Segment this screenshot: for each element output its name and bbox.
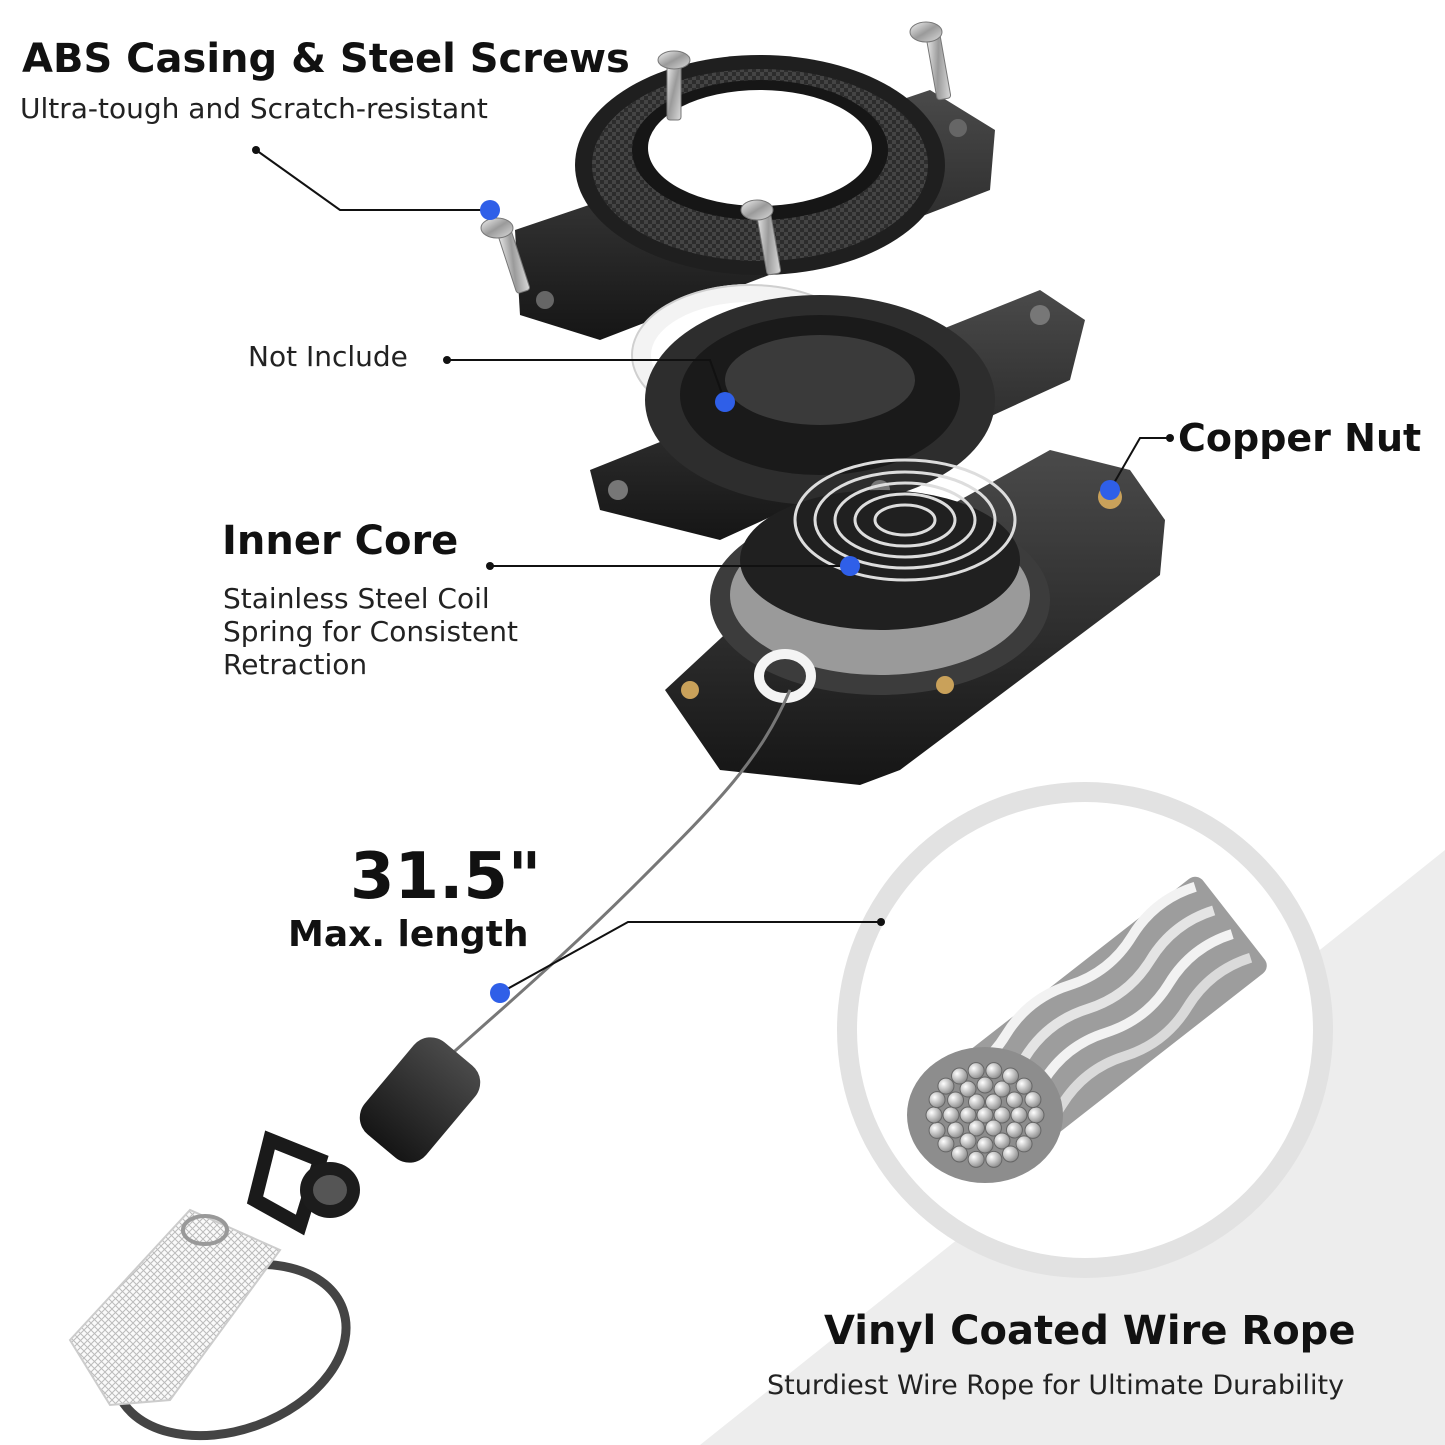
callout-dot-inner-core bbox=[840, 556, 860, 576]
wire-strand bbox=[976, 1106, 994, 1124]
wire-strand bbox=[968, 1119, 985, 1137]
wire-strand bbox=[1005, 1121, 1023, 1139]
wire-strand bbox=[951, 1067, 968, 1085]
wire-strand bbox=[993, 1080, 1011, 1098]
wire-strand bbox=[947, 1091, 965, 1109]
bottom-housing bbox=[665, 450, 1165, 785]
wire-strand bbox=[951, 1145, 968, 1163]
wire-strand bbox=[937, 1077, 955, 1095]
wire-strand bbox=[1002, 1145, 1019, 1163]
wire-strand bbox=[959, 1132, 977, 1150]
wire-strand bbox=[959, 1106, 977, 1124]
wire-strand bbox=[942, 1106, 960, 1124]
wire-strand bbox=[967, 1150, 985, 1168]
wire-strand bbox=[968, 1093, 985, 1111]
wire-strand bbox=[1002, 1067, 1019, 1085]
callout-dot-wire bbox=[490, 983, 510, 1003]
wire-cross-section bbox=[907, 1047, 1063, 1183]
callout-dot-oring bbox=[715, 392, 735, 412]
wire-strand bbox=[1015, 1077, 1033, 1095]
wire-strand bbox=[993, 1106, 1011, 1124]
top-casing bbox=[515, 55, 995, 340]
wire-rope-closeup bbox=[837, 782, 1333, 1278]
wire-strand bbox=[947, 1121, 965, 1139]
copper-nut-label: Copper Nut bbox=[1178, 416, 1422, 460]
wire-rope-title: Vinyl Coated Wire Rope bbox=[824, 1308, 1356, 1354]
wire-strand bbox=[967, 1062, 985, 1080]
wire-strand bbox=[1015, 1135, 1033, 1153]
inner-core-line-3: Retraction bbox=[223, 648, 368, 681]
wire-strand bbox=[993, 1132, 1011, 1150]
keyring-assembly bbox=[68, 1037, 481, 1441]
steel-screws bbox=[480, 21, 952, 294]
wire-strand bbox=[976, 1076, 994, 1094]
wire-strand bbox=[1010, 1106, 1028, 1124]
wire-strand bbox=[928, 1121, 946, 1139]
wire-strand bbox=[1027, 1106, 1045, 1124]
wire-strand bbox=[976, 1136, 994, 1154]
callout-dot-casing bbox=[480, 200, 500, 220]
leader-lines bbox=[255, 149, 1170, 994]
wire-strand bbox=[985, 1093, 1002, 1111]
middle-plate bbox=[590, 290, 1085, 540]
wire-strand bbox=[928, 1091, 946, 1109]
callout-dot-copper-nut bbox=[1100, 480, 1120, 500]
wire-strand bbox=[1024, 1121, 1042, 1139]
inner-core-line-1: Stainless Steel Coil bbox=[223, 582, 490, 615]
wire-strand bbox=[985, 1062, 1003, 1080]
wire-strand bbox=[1005, 1091, 1023, 1109]
abs-casing-title: ABS Casing & Steel Screws bbox=[22, 36, 630, 82]
inner-core-line-2: Spring for Consistent bbox=[223, 615, 518, 648]
wire-cable bbox=[443, 689, 792, 1062]
wire-strand bbox=[925, 1106, 943, 1124]
not-include-label: Not Include bbox=[248, 340, 408, 373]
wire-strand bbox=[985, 1119, 1002, 1137]
max-length-caption: Max. length bbox=[288, 914, 529, 955]
callout-dots bbox=[480, 200, 1120, 1003]
wire-strand bbox=[985, 1150, 1003, 1168]
leader-endpoints bbox=[252, 146, 1174, 926]
inner-core-title: Inner Core bbox=[222, 518, 459, 564]
wire-strand bbox=[1024, 1091, 1042, 1109]
max-length-value: 31.5" bbox=[350, 840, 542, 914]
wire-strand bbox=[959, 1080, 977, 1098]
abs-casing-subtitle: Ultra-tough and Scratch-resistant bbox=[20, 92, 488, 125]
wire-rope-subtitle: Sturdiest Wire Rope for Ultimate Durabil… bbox=[767, 1370, 1345, 1401]
wire-strand bbox=[937, 1135, 955, 1153]
